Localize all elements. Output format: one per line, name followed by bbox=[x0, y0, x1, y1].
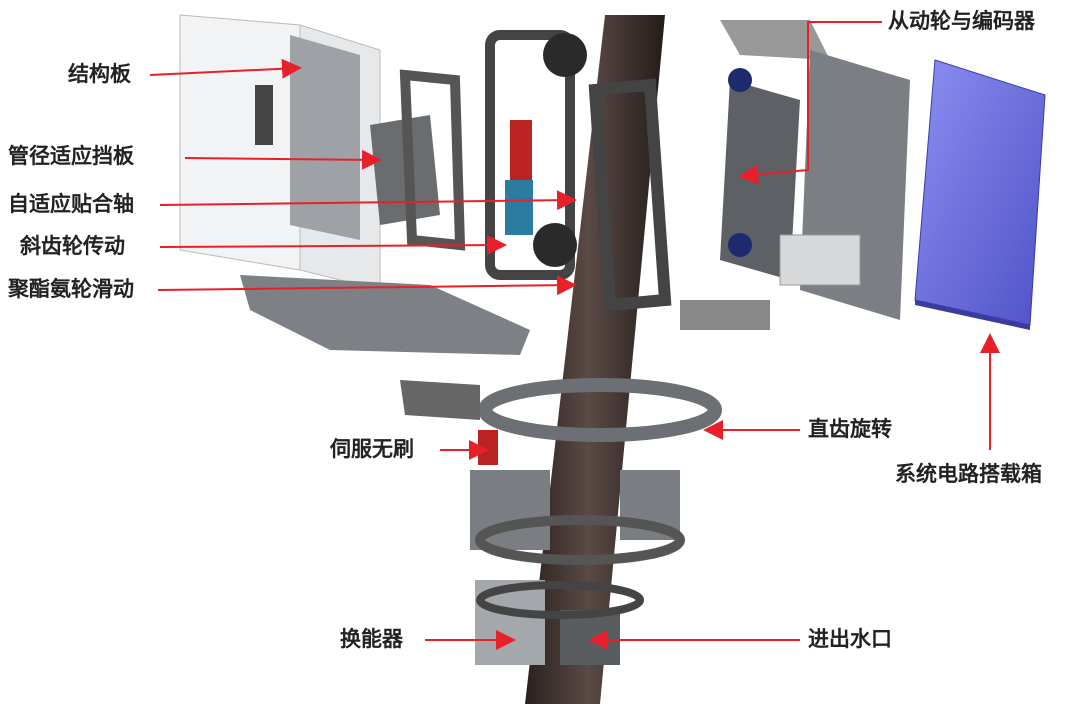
label-servo-brushless: 伺服无刷 bbox=[330, 437, 414, 461]
rotary-ring bbox=[400, 378, 722, 442]
label-helical-gear-drive: 斜齿轮传动 bbox=[20, 234, 125, 258]
bottom-plate bbox=[240, 275, 530, 355]
drive-module bbox=[485, 30, 672, 312]
callout-arrows bbox=[149, 21, 1000, 650]
label-pu-wheel-slide: 聚酯氨轮滑动 bbox=[8, 277, 134, 301]
label-circuit-box: 系统电路搭载箱 bbox=[895, 462, 1042, 486]
arrow-structure-plate bbox=[149, 58, 302, 79]
transparent-housing bbox=[179, 14, 381, 291]
label-driven-wheel-encoder: 从动轮与编码器 bbox=[888, 9, 1035, 33]
arrow-helical-gear bbox=[159, 235, 507, 256]
right-modules bbox=[680, 20, 910, 330]
arrow-baffle bbox=[184, 149, 382, 170]
label-adaptive-fit-axis: 自适应贴合轴 bbox=[8, 192, 134, 216]
label-structure-plate: 结构板 bbox=[68, 62, 131, 86]
label-transducer: 换能器 bbox=[340, 627, 403, 651]
arrow-pu-wheel bbox=[157, 275, 577, 296]
label-pipe-adapt-baffle: 管径适应挡板 bbox=[8, 144, 134, 168]
arrow-driven-wheel bbox=[738, 21, 882, 185]
pipe bbox=[525, 15, 665, 704]
arrow-fit-axis bbox=[159, 190, 577, 211]
circuit-box-shape bbox=[914, 59, 1046, 330]
label-water-port: 进出水口 bbox=[808, 627, 892, 651]
label-spur-gear-rotation: 直齿旋转 bbox=[808, 417, 892, 441]
